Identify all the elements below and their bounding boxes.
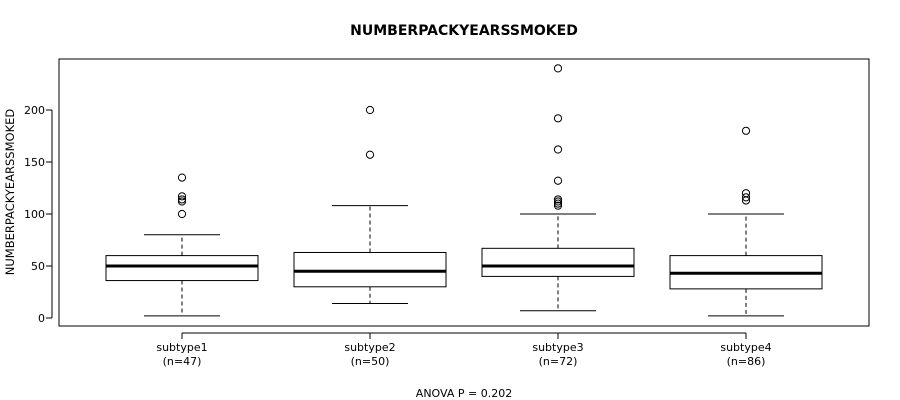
outlier-point <box>365 105 375 115</box>
box-group-subtype2: subtype2(n=50) <box>293 105 447 368</box>
outlier-point <box>177 192 187 201</box>
outlier-point <box>553 176 563 185</box>
x-tick-label: subtype1 <box>156 341 207 354</box>
outlier-point <box>741 126 751 135</box>
x-tick-label: subtype2 <box>344 341 395 354</box>
y-tick-label: 0 <box>38 312 45 325</box>
x-tick-count-label: (n=86) <box>727 355 766 368</box>
x-tick-count-label: (n=50) <box>351 355 390 368</box>
chart-title: NUMBERPACKYEARSSMOKED <box>350 23 578 39</box>
box-group-subtype1: subtype1(n=47) <box>105 173 259 368</box>
outlier-point <box>177 197 187 206</box>
outlier-point <box>553 195 563 204</box>
y-tick-label: 200 <box>24 104 45 117</box>
box-group-subtype4: subtype4(n=86) <box>669 126 823 368</box>
outlier-point <box>177 209 187 219</box>
outlier-point <box>741 189 751 198</box>
outlier-point <box>741 193 751 202</box>
outlier-point <box>553 64 563 73</box>
plot-frame <box>58 58 870 327</box>
outlier-point <box>553 114 563 123</box>
outlier-point <box>553 201 563 210</box>
y-tick-label: 150 <box>24 156 45 169</box>
outlier-point <box>177 173 187 182</box>
x-tick-count-label: (n=47) <box>163 355 202 368</box>
box-iqr <box>481 247 635 277</box>
box-iqr <box>293 251 447 288</box>
outlier-point <box>553 199 563 208</box>
outlier-point <box>365 150 375 159</box>
x-tick-label: subtype4 <box>720 341 771 354</box>
y-tick-label: 100 <box>24 208 45 221</box>
anova-footer: ANOVA P = 0.202 <box>416 387 512 400</box>
y-tick-label: 50 <box>31 260 45 273</box>
outlier-point <box>553 145 563 154</box>
outlier-point <box>553 197 563 206</box>
x-tick-count-label: (n=72) <box>539 355 578 368</box>
y-axis-label: NUMBERPACKYEARSSMOKED <box>3 109 17 276</box>
chart-marks: 050100150200subtype1(n=47)subtype2(n=50)… <box>24 64 823 368</box>
box-iqr <box>105 255 259 282</box>
outlier-point <box>177 195 187 204</box>
box-group-subtype3: subtype3(n=72) <box>481 64 635 368</box>
x-tick-label: subtype3 <box>532 341 583 354</box>
